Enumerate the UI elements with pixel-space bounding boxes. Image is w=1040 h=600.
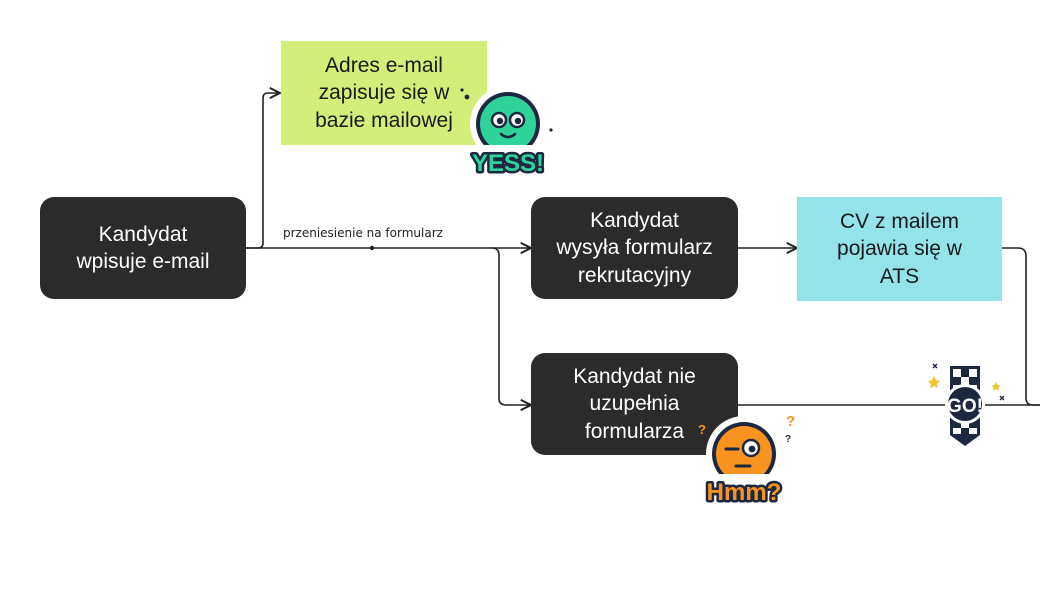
svg-text:?: ? xyxy=(786,413,795,430)
node-cv-ats-label: CV z mailem pojawia się w ATS xyxy=(837,210,962,288)
hmm-sticker: ? ? ? Hmm? xyxy=(697,413,795,509)
smiling-face-icon xyxy=(460,86,553,162)
node-start-label: Kandydat wpisuje e-mail xyxy=(76,222,210,273)
connector-start-to-email-saved xyxy=(246,93,280,249)
svg-text:?: ? xyxy=(785,434,791,445)
connector-midpoint-dot xyxy=(369,245,375,251)
node-form-sent[interactable]: Kandydat wysyła formularz rekrutacyjny xyxy=(531,197,738,299)
go-sticker: GO! xyxy=(928,361,1005,451)
yess-sticker: YESS! xyxy=(460,86,555,180)
node-cv-ats[interactable]: CV z mailem pojawia się w ATS xyxy=(797,197,1002,301)
connector-start-to-form-missing xyxy=(491,247,531,405)
checkered-flag-icon xyxy=(928,361,1005,451)
node-form-sent-label: Kandydat wysyła formularz rekrutacyjny xyxy=(556,209,713,287)
node-form-missing-label: Kandydat nie uzupełnia formularza xyxy=(573,365,696,443)
go-sticker-text: GO! xyxy=(947,396,983,417)
node-email-saved[interactable]: Adres e-mail zapisuje się w bazie mailow… xyxy=(281,41,487,145)
svg-text:?: ? xyxy=(698,422,706,437)
node-email-saved-label: Adres e-mail zapisuje się w bazie mailow… xyxy=(315,54,453,132)
yess-sticker-text: YESS! xyxy=(472,150,544,177)
hmm-sticker-text: Hmm? xyxy=(707,479,782,506)
node-start[interactable]: Kandydat wpisuje e-mail xyxy=(40,197,246,299)
edge-label-to-form: przeniesienie na formularz xyxy=(283,226,443,240)
node-form-missing[interactable]: Kandydat nie uzupełnia formularza xyxy=(531,353,738,455)
skeptical-face-icon: ? ? ? xyxy=(698,413,795,492)
